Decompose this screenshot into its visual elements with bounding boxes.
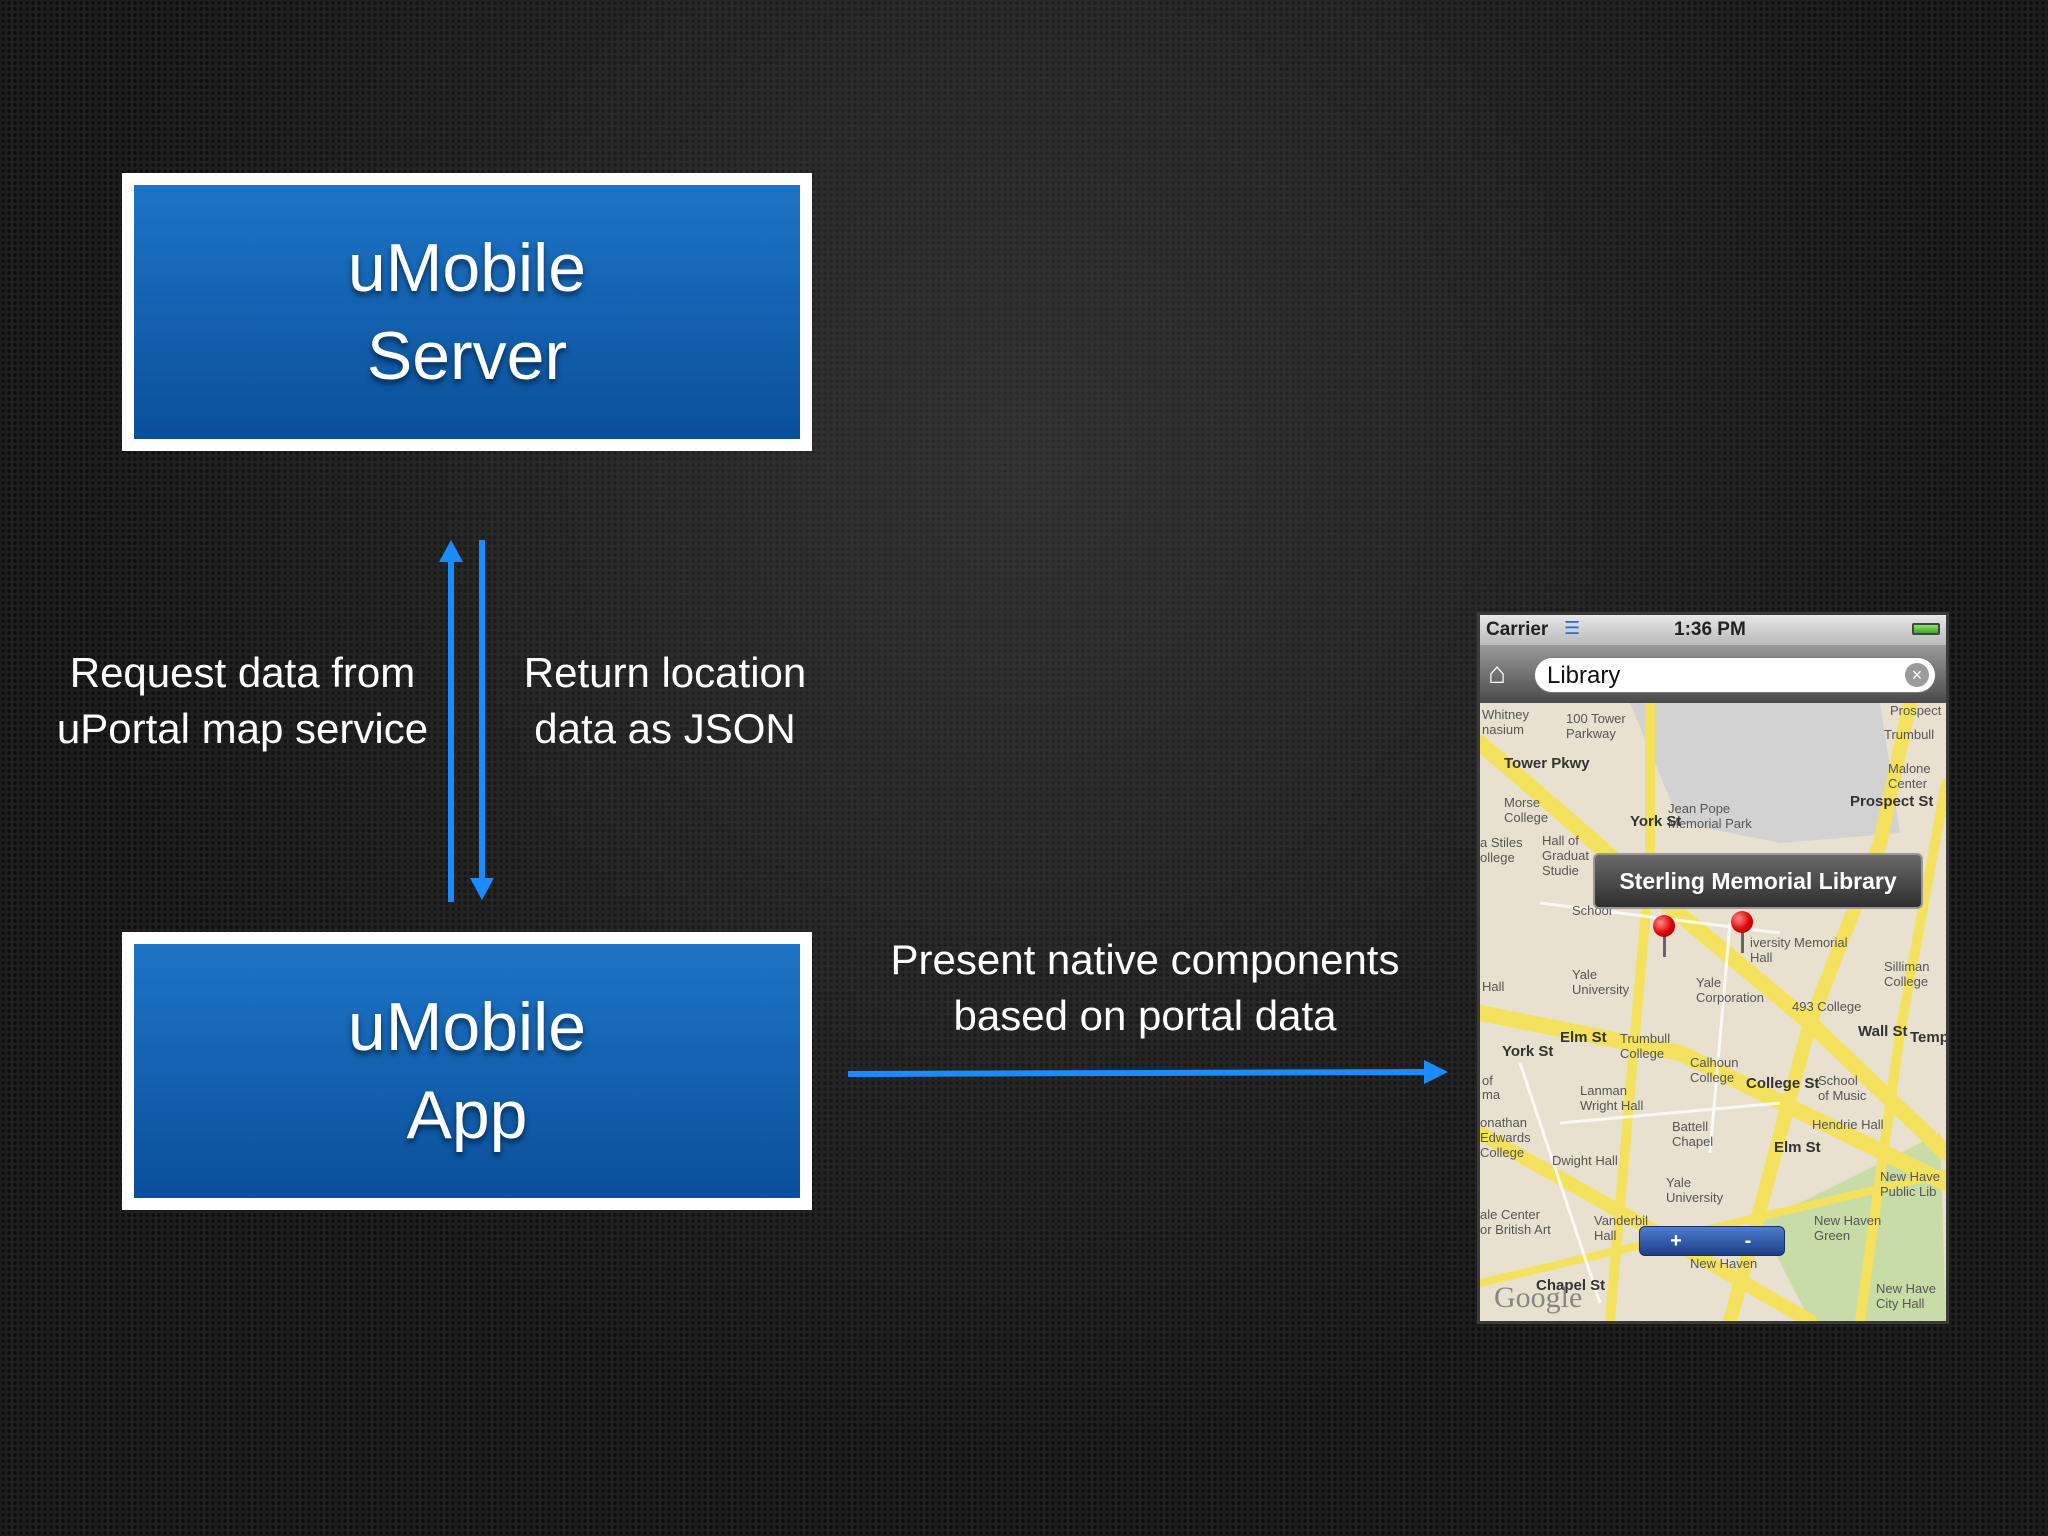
map-label-of: of [1482,1073,1493,1088]
map-label-elm-st: Elm St [1560,1029,1607,1046]
zoom-out-button[interactable]: - [1744,1230,1752,1252]
google-logo: Google [1494,1281,1583,1314]
map-label-493-college: 493 College [1792,999,1862,1014]
carrier-label: Carrier [1486,619,1549,640]
map-pin-stick-1 [1663,929,1666,957]
umobile-server-box: uMobile Server [122,173,812,451]
map-label-prospect: Prospect [1890,703,1942,718]
map-pin-icon[interactable] [1731,911,1753,933]
battery-icon [1912,623,1940,635]
return-label-line1: Return location [523,649,807,696]
request-label-line1: Request data from [69,649,416,696]
map-label-hendrie: Hendrie Hall [1812,1117,1884,1132]
present-label-line2: based on portal data [953,992,1337,1039]
map-pin-icon[interactable] [1653,915,1675,937]
request-label-line2: uPortal map service [56,705,429,752]
map-label-ma: ma [1482,1087,1501,1102]
umobile-app-box-body: uMobile App [134,944,800,1198]
map-label-wall-st: Wall St [1858,1023,1908,1040]
map-label-tower-pkwy: Tower Pkwy [1504,755,1590,772]
app-title-line2: App [406,1077,528,1153]
server-title-line2: Server [366,318,568,394]
nav-bar: ⌂ Library × [1480,645,1946,703]
map-label-york-st: York St [1630,813,1682,830]
wifi-icon: ☰ [1564,618,1581,638]
map-label-college-st: College St [1746,1075,1820,1092]
map-label-temple: Temple [1910,1029,1946,1046]
map-label-elm-st-2: Elm St [1774,1139,1821,1156]
umobile-app-box: uMobile App [122,932,812,1210]
phone-screenshot: Carrier ☰ 1:36 PM ⌂ Library × [1477,612,1949,1324]
zoom-control[interactable]: + - [1639,1226,1785,1256]
present-arrow-right [847,1060,1448,1084]
map-label-prospect-st: Prospect St [1850,793,1934,810]
present-label-line1: Present native components [890,936,1400,983]
zoom-in-button[interactable]: + [1670,1230,1682,1252]
present-label: Present native components based on porta… [850,932,1440,1044]
map-label-dwight: Dwight Hall [1552,1153,1618,1168]
home-icon[interactable]: ⌂ [1488,657,1507,690]
umobile-server-box-body: uMobile Server [134,185,800,439]
location-callout[interactable]: Sterling Memorial Library [1593,853,1923,909]
request-label: Request data from uPortal map service [40,645,445,757]
map-label-hall: Hall [1482,979,1505,994]
map-label-trumbull-st: Trumbull [1884,727,1935,742]
search-input[interactable]: Library × [1534,657,1936,693]
map-label-chapel-st: Chapel St [1536,1277,1606,1294]
return-arrow-down [470,540,494,900]
map-pin-stick-2 [1741,925,1744,953]
search-input-value: Library [1547,662,1621,689]
clear-search-icon[interactable]: × [1905,663,1929,687]
return-label: Return location data as JSON [500,645,830,757]
app-title-line1: uMobile [347,989,587,1065]
server-title-line1: uMobile [347,230,587,306]
status-time: 1:36 PM [1674,619,1746,640]
return-label-line2: data as JSON [534,705,796,752]
map-label-york-st-2: York St [1502,1043,1554,1060]
status-bar: Carrier ☰ 1:36 PM [1480,615,1946,645]
